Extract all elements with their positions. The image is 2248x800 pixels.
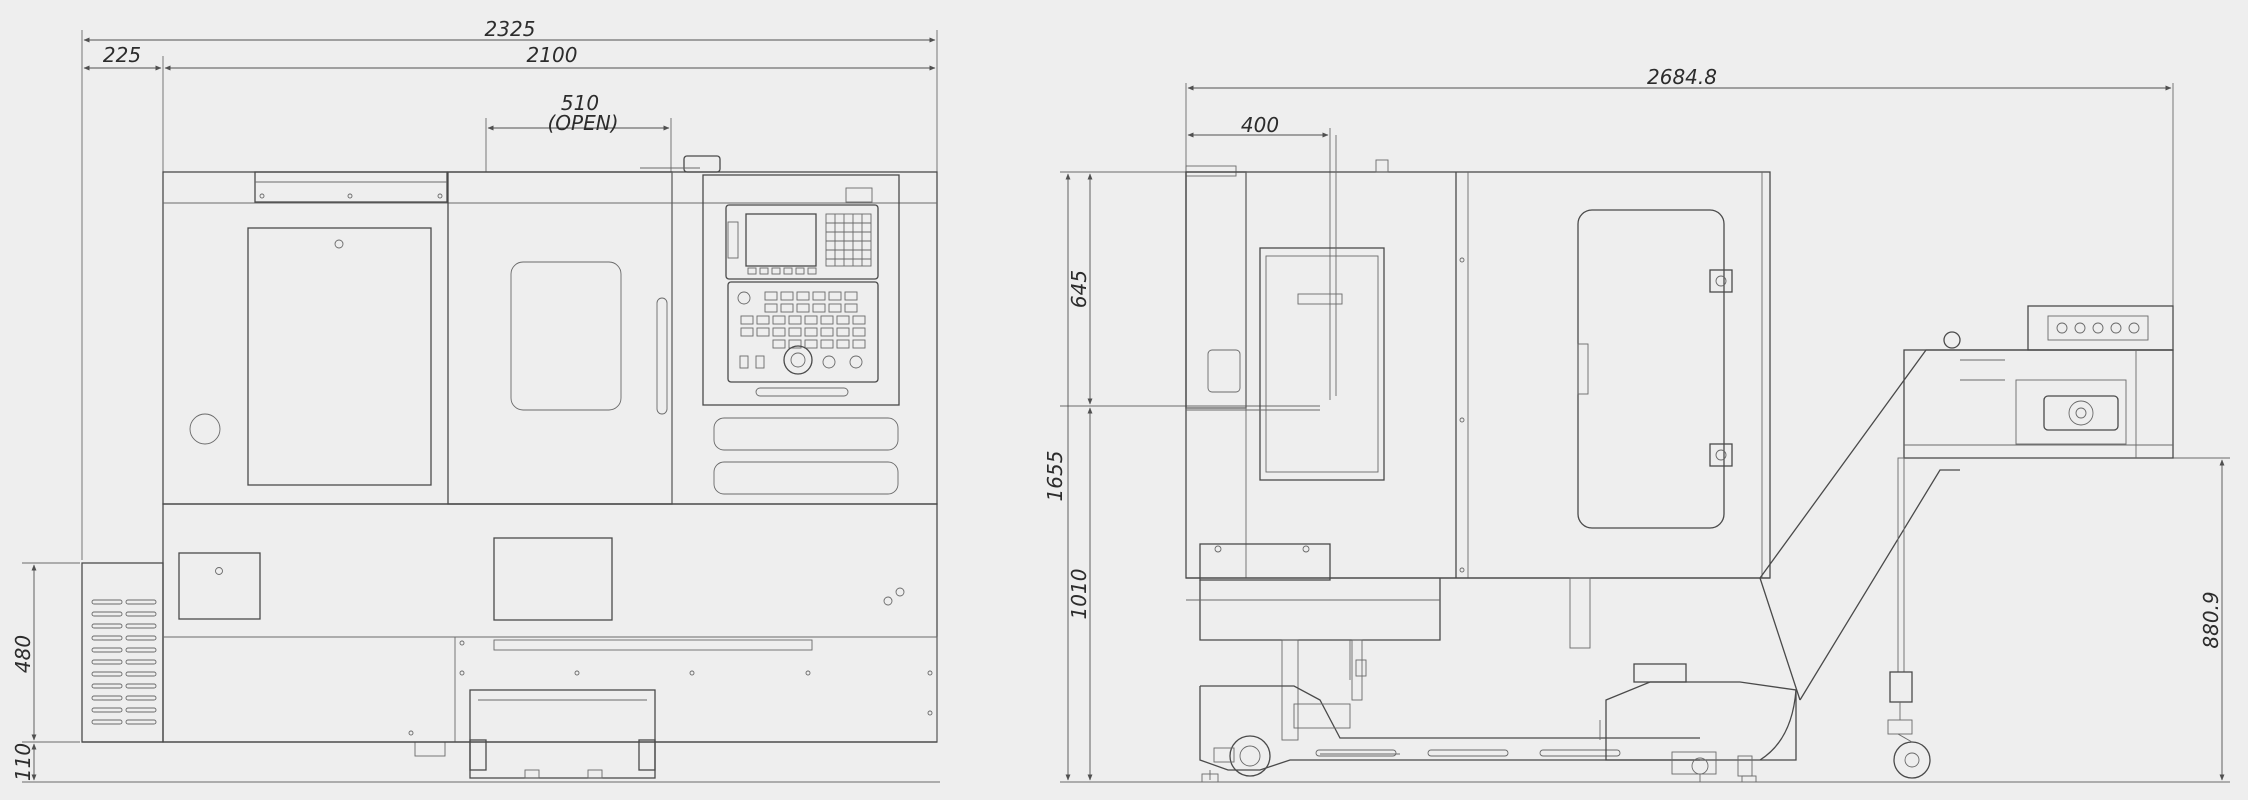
front-lower-base	[81, 503, 938, 779]
front-dimension-lines	[31, 37, 936, 781]
dim-side-conveyor-height: 880.9	[2199, 591, 2223, 648]
side-main-cabinet	[1185, 135, 1771, 649]
dim-front-door-open: 510	[561, 91, 599, 115]
dim-front-door-open-note: (OPEN)	[547, 111, 618, 135]
dim-side-upper-height: 645	[1067, 270, 1091, 308]
dim-side-cabinet-height: 1010	[1067, 569, 1091, 620]
side-extension-lines	[1060, 83, 2230, 783]
side-view: 2684.8 400 645 1655 1010 880.9	[1043, 65, 2230, 783]
front-extension-lines	[22, 30, 940, 783]
front-view: 2325 225 2100 510 (OPEN) 480 110	[11, 17, 940, 783]
keypad-grid	[825, 213, 872, 267]
dim-front-main-width: 2100	[527, 43, 578, 67]
dim-side-overall-depth: 2684.8	[1647, 65, 1717, 89]
chip-conveyor	[1759, 305, 2174, 779]
side-lower-base	[1186, 543, 1797, 783]
dim-front-overall-width: 2325	[485, 17, 536, 41]
softkey-row	[747, 267, 817, 275]
dim-side-left-depth: 400	[1241, 113, 1279, 137]
operator-buttons	[740, 291, 866, 349]
side-dimension-lines	[1065, 85, 2225, 781]
control-panel	[702, 174, 900, 495]
dim-front-lower-height: 480	[11, 635, 35, 673]
dim-front-left-offset: 225	[103, 43, 141, 67]
dim-side-total-height: 1655	[1043, 451, 1067, 502]
dim-front-base-height: 110	[11, 743, 35, 781]
vent-louvers	[91, 599, 157, 725]
